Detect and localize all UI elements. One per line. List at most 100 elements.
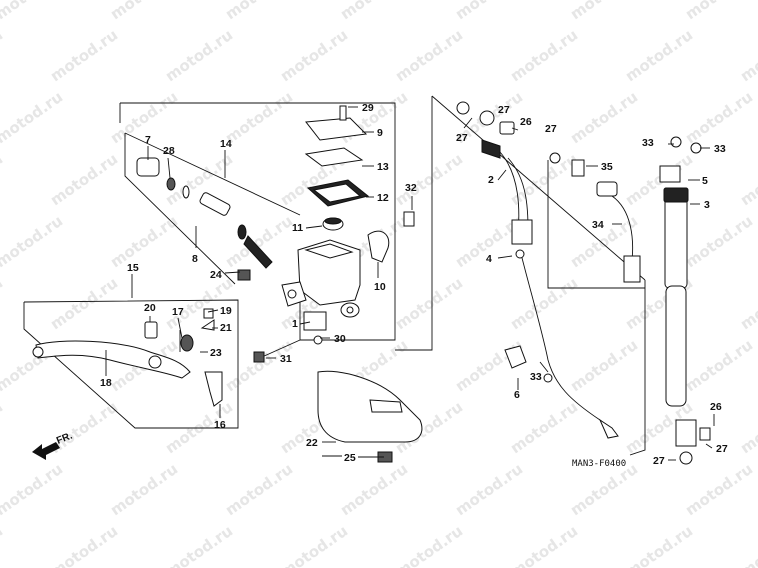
watermark-text: motod.ru: [567, 336, 641, 395]
callout-number: 15: [127, 262, 139, 274]
watermark-text: motod.ru: [452, 0, 526, 23]
watermark-text: motod.ru: [392, 274, 466, 333]
watermark-text: motod.ru: [392, 150, 466, 209]
callout-number: 7: [145, 134, 151, 146]
watermark-text: motod.ru: [682, 88, 756, 147]
callout-number: 2: [488, 174, 494, 186]
watermark-text: motod.ru: [162, 26, 236, 85]
callout-number: 10: [374, 281, 386, 293]
frame-lines: [23, 95, 646, 456]
callout-number: 18: [100, 377, 112, 389]
watermark-text: motod.ru: [107, 460, 181, 519]
leader-lines: [105, 106, 715, 461]
watermark-text: motod.ru: [47, 150, 121, 209]
hand-guard: [317, 370, 423, 463]
callout-number: 23: [210, 347, 222, 359]
callout-number: 33: [642, 137, 654, 149]
watermark-text: motod.ru: [737, 150, 758, 209]
watermark-text: motod.ru: [222, 460, 296, 519]
watermark-text: motod.ru: [0, 88, 66, 147]
callout-number: 27: [653, 455, 665, 467]
watermark-text: motod.ru: [107, 0, 181, 23]
watermark-text: motod.ru: [682, 460, 756, 519]
watermark-text: motod.ru: [507, 522, 581, 568]
callout-number: 25: [344, 452, 356, 464]
callout-number: 33: [714, 143, 726, 155]
callout-number: 30: [334, 333, 346, 345]
watermark-text: motod.ru: [337, 0, 411, 23]
callout-number: 17: [172, 306, 184, 318]
watermark-text: motod.ru: [47, 522, 121, 568]
watermark-text: motod.ru: [337, 88, 411, 147]
callout-number: 28: [163, 145, 175, 157]
watermark-text: motod.ru: [622, 26, 696, 85]
callout-number: 35: [601, 161, 613, 173]
callout-number: 26: [710, 401, 722, 413]
callout-number: 13: [377, 161, 389, 173]
watermark-text: motod.ru: [0, 274, 6, 333]
callout-number: 16: [214, 419, 226, 431]
callout-number: 33: [530, 371, 542, 383]
reservoir-cap-stack: [304, 105, 415, 263]
watermark-text: motod.ru: [47, 274, 121, 333]
watermark-text: motod.ru: [737, 522, 758, 568]
watermark-text: motod.ru: [567, 88, 641, 147]
watermark-text: motod.ru: [737, 26, 758, 85]
watermark-text: motod.ru: [737, 398, 758, 457]
watermark-text: motod.ru: [682, 0, 756, 23]
callout-number: 20: [144, 302, 156, 314]
callout-number: 31: [280, 353, 292, 365]
callout-number: 14: [220, 138, 232, 150]
brake-hose-right: [549, 136, 711, 465]
watermark-text: motod.ru: [622, 522, 696, 568]
watermark-text: motod.ru: [737, 274, 758, 333]
watermark-text: motod.ru: [682, 212, 756, 271]
watermark-text: motod.ru: [392, 26, 466, 85]
watermark-text: motod.ru: [0, 212, 66, 271]
watermark-text: motod.ru: [0, 522, 6, 568]
watermark-text: motod.ru: [0, 150, 6, 209]
brake-lever: [32, 340, 191, 379]
callout-number: 24: [210, 269, 222, 281]
master-cylinder: [281, 239, 361, 318]
callout-number: 27: [498, 104, 510, 116]
watermark-text: motod.ru: [392, 522, 466, 568]
watermark-text: motod.ru: [277, 522, 351, 568]
callout-number: 32: [405, 182, 417, 194]
callout-number: 5: [702, 175, 708, 187]
lever-pivot-parts: [144, 308, 223, 407]
watermark-text: motod.ru: [0, 26, 6, 85]
callout-number: 11: [292, 222, 303, 234]
watermark-text: motod.ru: [222, 0, 296, 23]
watermark-text: motod.ru: [682, 336, 756, 395]
watermark-text: motod.ru: [507, 274, 581, 333]
piston-internals: [136, 157, 273, 281]
callout-number: 3: [704, 199, 710, 211]
callout-number: 26: [520, 116, 532, 128]
watermark-text: motod.ru: [162, 522, 236, 568]
callout-number: 27: [545, 123, 557, 135]
brake-hose-center: [456, 101, 619, 439]
watermark-text: motod.ru: [222, 88, 296, 147]
callout-number: 4: [486, 253, 492, 265]
watermark-text: motod.ru: [0, 0, 66, 23]
callout-number: 27: [716, 443, 728, 455]
watermark-text: motod.ru: [47, 26, 121, 85]
callout-number: 19: [220, 305, 232, 317]
callout-number: 9: [377, 127, 383, 139]
callout-number: 34: [592, 219, 604, 231]
switch-and-screws: [253, 311, 327, 363]
callout-number: 27: [456, 132, 468, 144]
watermark-text: motod.ru: [507, 398, 581, 457]
callout-number: 8: [192, 253, 198, 265]
watermark-text: motod.ru: [507, 26, 581, 85]
watermark-text: motod.ru: [222, 212, 296, 271]
callout-number: 1: [292, 318, 298, 330]
watermark-text: motod.ru: [567, 0, 641, 23]
watermark-text: motod.ru: [277, 26, 351, 85]
callout-number: 22: [306, 437, 318, 449]
callout-number: 29: [362, 102, 374, 114]
callout-number: 12: [377, 192, 389, 204]
